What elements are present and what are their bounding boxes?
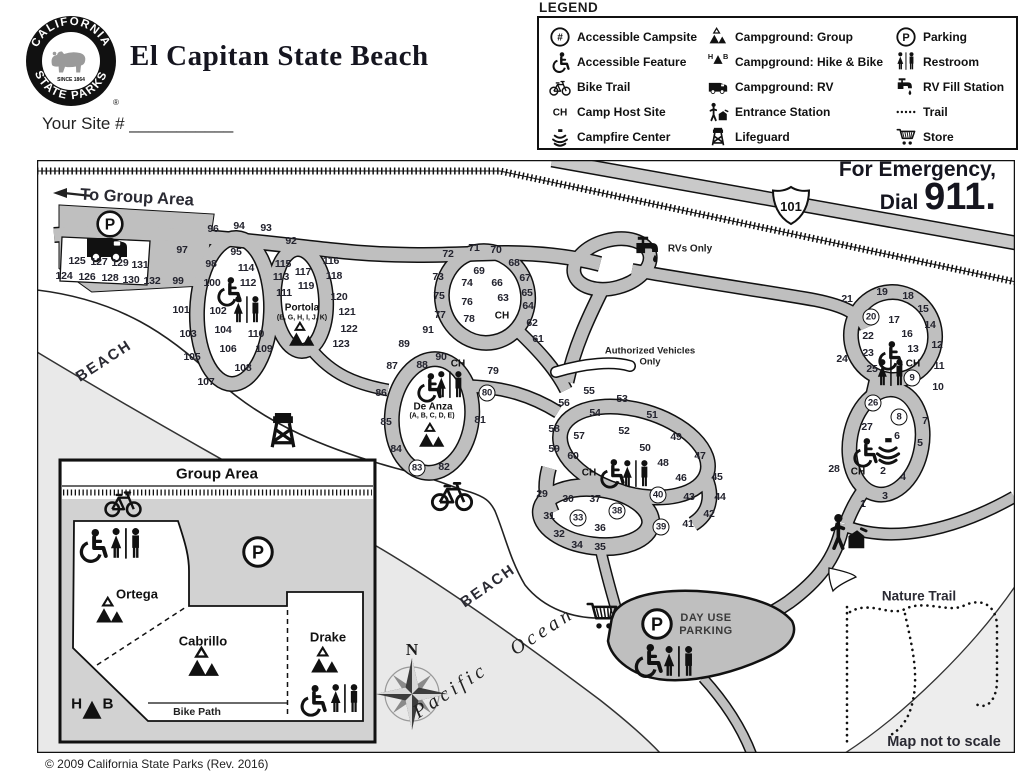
parking-icon <box>96 210 124 238</box>
legend-item-restroom: Restroom <box>895 49 1013 74</box>
svg-text:101: 101 <box>780 199 802 214</box>
shoreline <box>37 351 662 753</box>
compass-rose-icon <box>376 658 448 730</box>
legend-item-bike-trail: Bike Trail <box>549 74 707 99</box>
railroad-track <box>37 167 1015 286</box>
bear-icon <box>51 51 86 73</box>
legend-item-campground-group: Campground: Group <box>707 24 893 49</box>
nature-trail-path <box>845 601 999 747</box>
bike-path-trail <box>37 289 599 619</box>
authorized-vehicles-road <box>550 357 636 378</box>
inset-camp-areas <box>72 520 364 722</box>
road-island <box>828 567 858 593</box>
legend-item-campfire-center: Campfire Center <box>549 124 707 149</box>
map-corner-area <box>845 586 1015 753</box>
your-site-label: Your Site # ___________ <box>42 114 234 133</box>
legend-item-campground-rv: Campground: RV <box>707 74 893 99</box>
legend-item-trail: Trail <box>895 99 1013 124</box>
legend: LEGEND Accessible Campsite Accessible Fe… <box>537 0 1018 150</box>
legend-item-campground-hike-bike: Campground: Hike & Bike <box>707 49 893 74</box>
legend-item-accessible-campsite: Accessible Campsite <box>549 24 707 49</box>
logo-registered-mark: ® <box>113 98 119 107</box>
legend-item-lifeguard: Lifeguard <box>707 124 893 149</box>
parking-icon <box>641 608 673 640</box>
legend-item-rv-fill-station: RV Fill Station <box>895 74 1013 99</box>
restroom-icon <box>622 460 648 487</box>
legend-box: Accessible Campsite Accessible Feature B… <box>537 16 1018 150</box>
restroom-icon <box>110 528 140 559</box>
legend-title: LEGEND <box>539 0 599 15</box>
rv-lot-island <box>59 236 151 286</box>
copyright: © 2009 California State Parks (Rev. 2016… <box>45 757 269 771</box>
legend-item-store: Store <box>895 124 1013 149</box>
parking-icon <box>242 536 274 568</box>
legend-item-parking: Parking <box>895 24 1013 49</box>
page-title: El Capitan State Beach <box>130 40 429 72</box>
legend-item-entrance-station: Entrance Station <box>707 99 893 124</box>
california-state-parks-logo: CALIFORNIA STATE PARKS SINCE 1864 ® <box>26 16 119 107</box>
logo-since: SINCE 1864 <box>57 77 85 83</box>
legend-item-camp-host-site: Camp Host Site <box>549 99 707 124</box>
highway-101-shield: 101 <box>771 185 811 226</box>
restroom-icon <box>436 371 462 398</box>
legend-item-accessible-feature: Accessible Feature <box>549 49 707 74</box>
restroom-icon <box>877 359 903 386</box>
to-group-area-arrow <box>53 188 93 198</box>
restroom-icon <box>233 296 259 323</box>
